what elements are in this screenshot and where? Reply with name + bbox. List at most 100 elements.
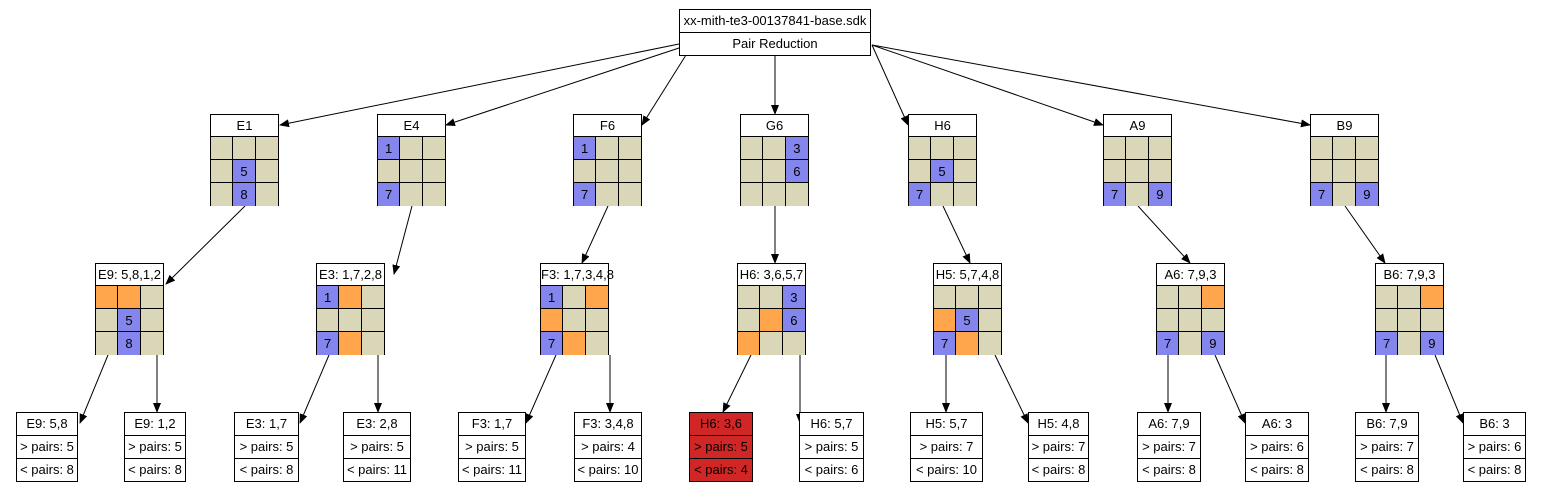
empty-cell (585, 332, 608, 355)
leaf-title: H6: 3,6 (700, 416, 742, 431)
given-cell: 8 (118, 332, 141, 355)
highlight-cell (585, 286, 608, 309)
empty-cell (211, 137, 234, 160)
leaf-gt-pairs: > pairs: 5 (459, 435, 525, 458)
empty-cell (978, 286, 1001, 309)
given-cell: 1 (574, 137, 597, 160)
empty-cell (563, 309, 586, 332)
leaf-title: E3: 1,7 (245, 416, 288, 431)
given-cell: 7 (574, 183, 597, 206)
empty-cell (909, 160, 932, 183)
given-cell: 8 (233, 183, 256, 206)
empty-cell (140, 332, 163, 355)
empty-cell (1157, 309, 1180, 332)
empty-cell (317, 309, 340, 332)
root-node: xx-mith-te3-00137841-base.sdk Pair Reduc… (679, 9, 871, 56)
empty-cell (211, 183, 234, 206)
given-cell: 6 (785, 160, 808, 183)
leaf-title: F3: 3,4,8 (582, 416, 634, 431)
node-label: H6: 3,6,5,7 (738, 264, 805, 286)
leaf-title: B6: 3 (1479, 416, 1510, 431)
edge-root-to-cell (871, 44, 1104, 126)
empty-cell (422, 183, 445, 206)
leaf-lt-pairs: < pairs: 8 (235, 458, 298, 481)
empty-cell (1126, 160, 1149, 183)
given-cell: 7 (378, 183, 401, 206)
empty-cell (96, 332, 119, 355)
empty-cell (978, 309, 1001, 332)
empty-cell (1311, 160, 1334, 183)
given-cell: 7 (934, 332, 957, 355)
empty-cell (956, 286, 979, 309)
empty-cell (563, 286, 586, 309)
empty-cell (760, 332, 783, 355)
leaf-lt-pairs: < pairs: 8 (1464, 458, 1525, 481)
edge-reduction-to-leaf (525, 354, 557, 424)
given-cell: 5 (233, 160, 256, 183)
given-cell: 7 (541, 332, 564, 355)
empty-cell (618, 160, 641, 183)
leaf-node: B6: 3 > pairs: 6< pairs: 8 (1463, 412, 1526, 482)
edge-cell-to-reduction (581, 205, 609, 264)
leaf-title: A6: 7,9 (1148, 416, 1190, 431)
edge-cell-to-reduction (392, 205, 413, 275)
empty-cell (1126, 137, 1149, 160)
empty-cell (909, 137, 932, 160)
given-cell: 7 (317, 332, 340, 355)
node-label: E9: 5,8,1,2 (96, 264, 163, 286)
leaf-node: A6: 7,9> pairs: 7< pairs: 8 (1137, 412, 1201, 482)
highlight-cell (1420, 286, 1443, 309)
edge-reduction-to-leaf (1214, 354, 1246, 424)
leaf-title: H6: 5,7 (810, 416, 853, 431)
leaf-title: E9: 1,2 (134, 416, 176, 431)
leaf-lt-pairs: < pairs: 8 (17, 458, 77, 481)
empty-cell (339, 309, 362, 332)
node-label: B6: 7,9,3 (1376, 264, 1443, 286)
empty-cell (763, 183, 786, 206)
given-cell: 5 (931, 160, 954, 183)
empty-cell (255, 160, 278, 183)
empty-cell (574, 160, 597, 183)
empty-cell (255, 137, 278, 160)
node-label: E4 (378, 115, 445, 137)
edge-reduction-to-leaf (299, 354, 330, 424)
empty-cell (1398, 286, 1421, 309)
root-subtitle: Pair Reduction (680, 32, 870, 55)
leaf-gt-pairs: > pairs: 7 (1138, 435, 1200, 458)
empty-cell (361, 309, 384, 332)
leaf-gt-pairs: > pairs: 6 (1464, 435, 1525, 458)
empty-cell (400, 160, 423, 183)
edge-cell-to-reduction (165, 205, 246, 285)
empty-cell (1311, 137, 1334, 160)
leaf-lt-pairs: < pairs: 8 (1356, 458, 1418, 481)
leaf-gt-pairs: > pairs: 5 (344, 435, 410, 458)
edge-cell-to-reduction (1344, 205, 1386, 264)
leaf-gt-pairs: > pairs: 5 (800, 435, 863, 458)
highlight-cell (339, 286, 362, 309)
empty-cell (1398, 332, 1421, 355)
empty-cell (255, 183, 278, 206)
leaf-lt-pairs: < pairs: 10 (911, 458, 982, 481)
leaf-title: E9: 5,8 (26, 416, 68, 431)
empty-cell (211, 160, 234, 183)
edge-root-to-cell (641, 54, 687, 126)
leaf-lt-pairs: < pairs: 10 (575, 458, 641, 481)
empty-cell (763, 137, 786, 160)
given-cell: 5 (118, 309, 141, 332)
